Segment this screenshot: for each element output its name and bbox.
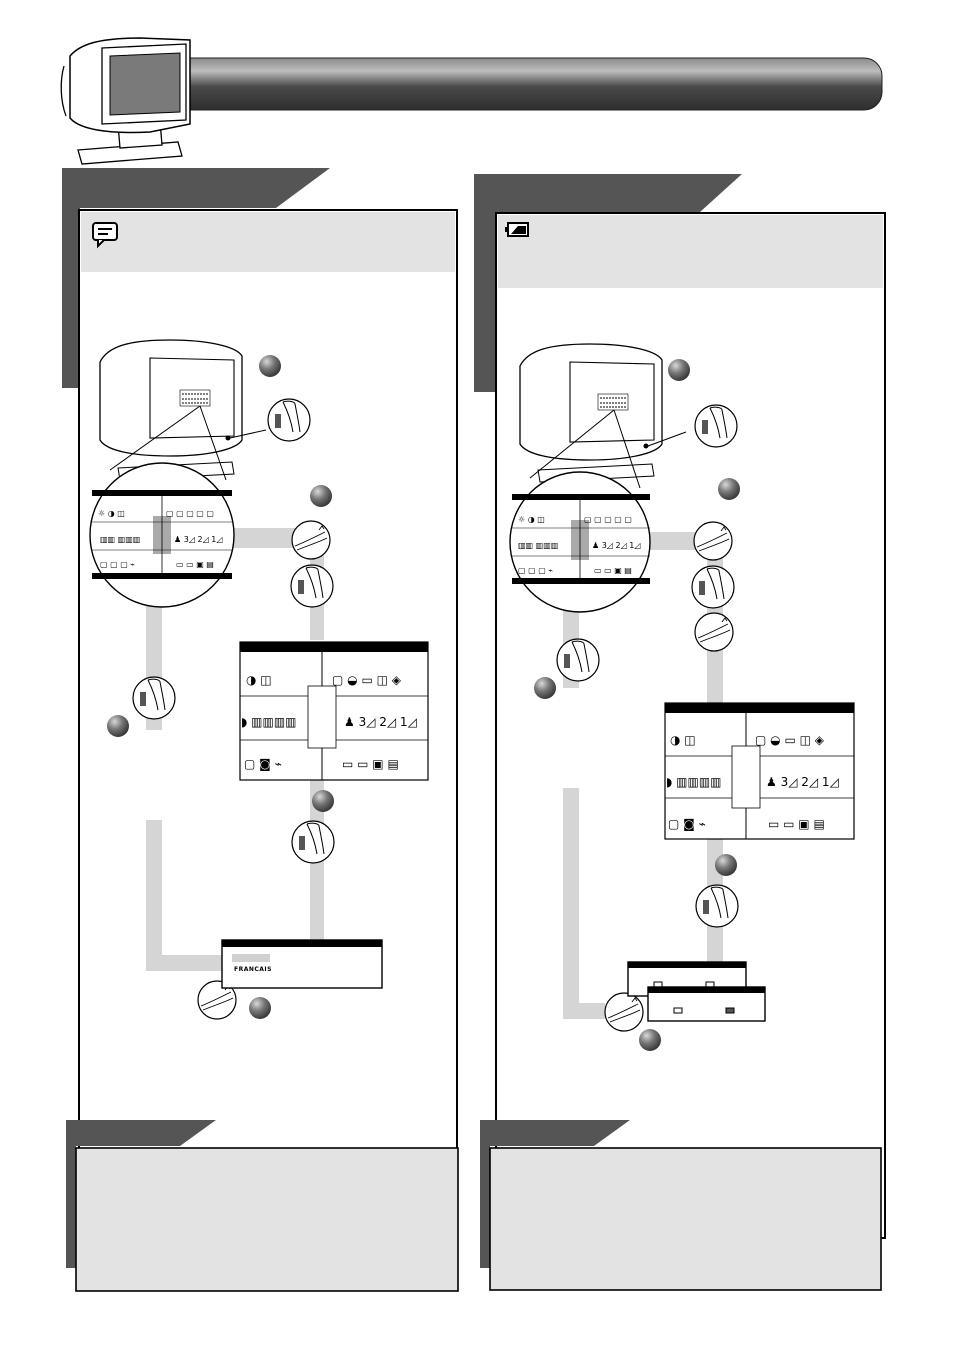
menu-zoom-circle: ☼ ◑ ◫ ▥▥ ▥▥▥ ▢ ▢ ▢ ⌁ ▢ ▢ ▢ ▢ ▢ ♟ 3◿ 2◿ 1… [89,462,235,608]
svg-text:▥▥ ▥▥▥: ▥▥ ▥▥▥ [518,541,558,550]
right-section: ☼ ◑ ◫ ▥▥ ▥▥▥ ▢ ▢ ▢ ⌁ ▢ ▢ ▢ ▢ ▢ ♟ 3◿ 2◿ 1… [474,174,886,1291]
step-marker [249,997,271,1019]
language-item-francais: FRANCAIS [234,966,272,973]
press-button-icon [291,520,331,560]
language-selected-item [232,954,270,962]
on-screen-display-icon [92,222,118,249]
press-button-icon [291,820,335,864]
press-button-icon [693,521,733,561]
osd-menu-large: ◑ ◫ ▢ ◒ ▭ ◫ ◈ ◗ ▥▥▥▥ ♟ 3◿ 2◿ 1◿ ▢ ◙ ⌁ ▭ … [664,702,855,840]
step-marker [312,790,334,812]
svg-text:▢ ◙ ⌁: ▢ ◙ ⌁ [668,817,706,831]
step-marker [639,1029,661,1051]
svg-text:◑ ◫: ◑ ◫ [246,673,272,687]
svg-text:♟ 3◿ 2◿ 1◿: ♟ 3◿ 2◿ 1◿ [344,715,417,729]
language-menu: FRANCAIS [221,939,383,989]
svg-text:▭ ▭ ▣ ▤: ▭ ▭ ▣ ▤ [176,560,214,569]
press-button-icon [695,884,739,928]
screen-mode-icon [505,222,529,237]
svg-text:▥▥ ▥▥▥: ▥▥ ▥▥▥ [100,535,140,544]
menu-zoom-circle: ☼ ◑ ◫ ▥▥ ▥▥▥ ▢ ▢ ▢ ⌁ ▢ ▢ ▢ ▢ ▢ ♟ 3◿ 2◿ 1… [509,471,651,613]
screen-mode-menu-2 [647,986,766,1022]
svg-text:▢ ▢ ▢ ▢ ▢: ▢ ▢ ▢ ▢ ▢ [166,509,214,518]
svg-text:♟ 3◿ 2◿ 1◿: ♟ 3◿ 2◿ 1◿ [174,535,223,544]
svg-text:◗ ▥▥▥▥: ◗ ▥▥▥▥ [666,775,722,789]
press-button-icon [556,638,600,682]
svg-text:▢ ◙ ⌁: ▢ ◙ ⌁ [244,757,282,771]
osd-menu-large: ◑ ◫ ▢ ◒ ▭ ◫ ◈ ◗ ▥▥▥▥ ♟ 3◿ 2◿ 1◿ ▢ ◙ ⌁ ▭ … [239,641,429,781]
step-marker [534,677,556,699]
svg-text:◑ ◫: ◑ ◫ [670,733,696,747]
svg-text:♟ 3◿ 2◿ 1◿: ♟ 3◿ 2◿ 1◿ [592,541,641,550]
left-note-box [75,1147,459,1292]
press-button-icon [691,565,735,609]
monitor-header-icon [60,37,191,165]
left-section: ☼ ◑ ◫ ▥▥ ▥▥▥ ▢ ▢ ▢ ⌁ ▢ ▢ ▢ ▢ ▢ ♟ 3◿ 2◿ 1… [62,168,459,1292]
svg-text:▭ ▭ ▣ ▤: ▭ ▭ ▣ ▤ [342,757,399,771]
svg-text:▢ ◒ ▭ ◫ ◈: ▢ ◒ ▭ ◫ ◈ [755,733,825,747]
press-button-icon [132,676,176,720]
press-button-icon [604,992,644,1032]
right-note-box [489,1147,882,1291]
svg-text:▢ ▢ ▢ ⌁: ▢ ▢ ▢ ⌁ [100,560,135,569]
svg-text:☼ ◑ ◫: ☼ ◑ ◫ [98,509,125,518]
monitor-illustration [519,343,687,489]
step-marker [259,355,281,377]
step-marker [718,478,740,500]
page-header [60,37,883,165]
svg-text:◗ ▥▥▥▥: ◗ ▥▥▥▥ [241,715,297,729]
press-button-icon [267,398,311,442]
step-marker [310,485,332,507]
step-marker [715,854,737,876]
press-button-icon [694,612,734,652]
svg-text:☼ ◑ ◫: ☼ ◑ ◫ [518,515,545,524]
step-marker [107,715,129,737]
step-marker [668,359,690,381]
svg-text:▢ ◒ ▭ ◫ ◈: ▢ ◒ ▭ ◫ ◈ [332,673,402,687]
svg-text:▭ ▭ ▣ ▤: ▭ ▭ ▣ ▤ [768,817,825,831]
press-button-icon [694,404,738,448]
press-button-icon [290,564,334,608]
svg-text:▢ ▢ ▢ ⌁: ▢ ▢ ▢ ⌁ [518,566,553,575]
svg-text:▢ ▢ ▢ ▢ ▢: ▢ ▢ ▢ ▢ ▢ [584,515,632,524]
svg-text:♟ 3◿ 2◿ 1◿: ♟ 3◿ 2◿ 1◿ [766,775,839,789]
svg-text:▭ ▭ ▣ ▤: ▭ ▭ ▣ ▤ [594,566,632,575]
